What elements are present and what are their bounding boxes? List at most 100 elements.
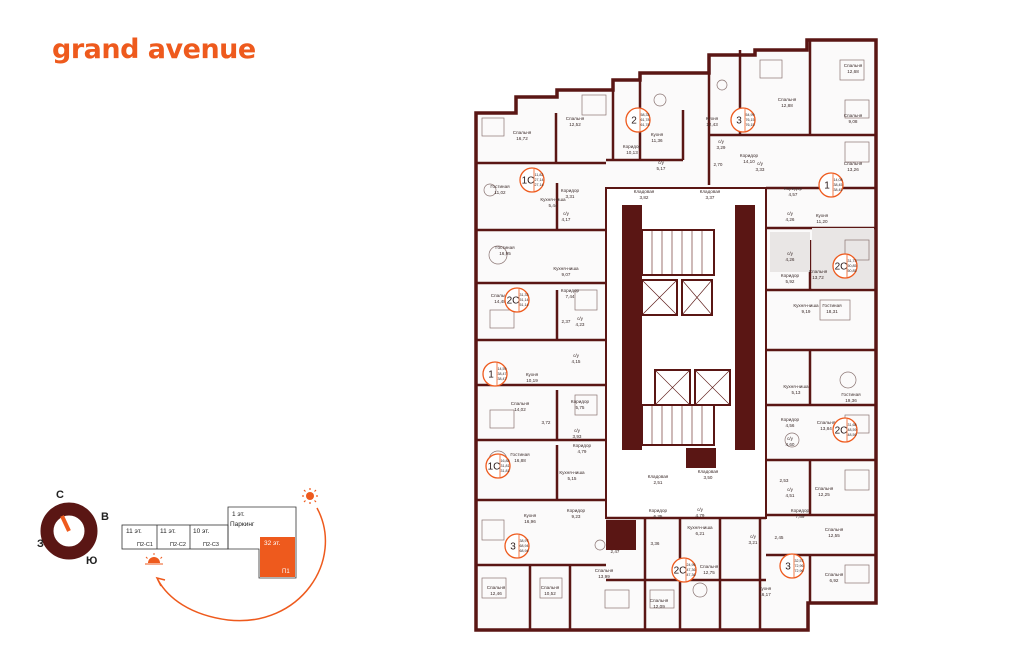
room-area: 3,50 bbox=[704, 475, 713, 480]
apartment-marker-circle bbox=[482, 361, 508, 387]
room-area: 6,21 bbox=[696, 531, 705, 536]
core-wall-right bbox=[735, 205, 755, 450]
room-name: с/у bbox=[574, 428, 581, 433]
shaft-lower-left bbox=[606, 520, 636, 550]
room-name: с/у bbox=[573, 353, 580, 358]
apartment-area: 38,45 bbox=[834, 183, 843, 187]
room-area: 12,68 bbox=[847, 69, 859, 74]
apartment-type: 2 bbox=[631, 116, 637, 127]
room-name: Кухня bbox=[524, 513, 537, 518]
room-area: 9,23 bbox=[572, 514, 581, 519]
small-area-label: 3,36 bbox=[651, 541, 660, 546]
room-name: Коридор bbox=[561, 288, 580, 293]
room-name: Коридор bbox=[571, 399, 590, 404]
room-area: 14,48 bbox=[494, 299, 506, 304]
small-area-label: 3,72 bbox=[542, 420, 551, 425]
room-area: 5,15 bbox=[568, 476, 577, 481]
room-name: Гостиная bbox=[510, 452, 530, 457]
block-2-floors: 11 эт. bbox=[160, 528, 176, 535]
room-name: Гостиная bbox=[841, 392, 861, 397]
room-area: 11,20 bbox=[816, 219, 828, 224]
room-name: с/у bbox=[577, 316, 584, 321]
block-1-code: П2-С1 bbox=[137, 542, 153, 548]
apartment-area: 51,14 bbox=[520, 298, 529, 302]
apartment-area: 27,14 bbox=[535, 178, 544, 182]
room-area: 16,95 bbox=[499, 251, 511, 256]
room-name: Коридор bbox=[791, 508, 810, 513]
room-area: 10,52 bbox=[544, 591, 556, 596]
room-area: 5,75 bbox=[576, 405, 585, 410]
room-name: Коридор bbox=[781, 273, 800, 278]
room-area: 9,07 bbox=[562, 272, 571, 277]
apartment-area: 16,88 bbox=[501, 459, 510, 463]
room-area: 7,44 bbox=[566, 294, 575, 299]
room-area: 13,99 bbox=[598, 574, 610, 579]
apartment-area: 51,14 bbox=[520, 303, 529, 307]
apartment-area: 38,45 bbox=[834, 188, 843, 192]
left-partitions bbox=[476, 113, 606, 630]
apartment-area: 31,68 bbox=[848, 423, 857, 427]
apartment-area: 54,99 bbox=[746, 113, 755, 117]
sun-east-icon bbox=[302, 488, 318, 504]
apartment-area: 48,59 bbox=[848, 428, 857, 432]
room-name: Коридор bbox=[567, 508, 586, 513]
room-name: Коридор bbox=[623, 144, 642, 149]
room-area: 12,46 bbox=[490, 591, 502, 596]
room-area: 6,35 bbox=[654, 514, 663, 519]
room-name: с/у bbox=[658, 160, 665, 165]
room-area: 6,92 bbox=[830, 578, 839, 583]
small-area-label: 2,45 bbox=[775, 535, 784, 540]
apartment-area: 31,81 bbox=[501, 464, 510, 468]
compass-south: Ю bbox=[86, 555, 97, 567]
right-partitions bbox=[766, 40, 876, 603]
sun-path-arc bbox=[157, 507, 327, 622]
room-name: Спальня bbox=[825, 572, 844, 577]
room-area: 16,96 bbox=[524, 519, 536, 524]
room-name: с/у bbox=[787, 251, 794, 256]
apartment-area: 38,47 bbox=[498, 372, 507, 376]
room-area: 12,88 bbox=[781, 103, 793, 108]
room-name: Гостиная bbox=[822, 303, 842, 308]
room-area: 3,29 bbox=[717, 145, 726, 150]
room-labels: Спальня16,72Спальня12,52Кухня11,36Коридо… bbox=[487, 63, 863, 609]
apartment-area: 61,78 bbox=[641, 118, 650, 122]
tower-highlight bbox=[260, 537, 295, 577]
apartment-area: 27,14 bbox=[535, 183, 544, 187]
room-area: 9,19 bbox=[802, 309, 811, 314]
apartment-type: 3 bbox=[736, 116, 742, 127]
small-area-label: 2,47 bbox=[611, 549, 620, 554]
room-area: 2,51 bbox=[654, 480, 663, 485]
room-name: с/у bbox=[750, 534, 757, 539]
furniture bbox=[481, 59, 870, 609]
room-name: Спальня bbox=[809, 269, 828, 274]
room-area: 14,10 bbox=[743, 159, 755, 164]
apartment-area: 47,36 bbox=[687, 568, 696, 572]
room-name: Кухня bbox=[706, 116, 719, 121]
room-area: 12,25 bbox=[818, 492, 830, 497]
apartment-area: 14,59 bbox=[498, 367, 507, 371]
apartment-marker-circle bbox=[504, 287, 530, 313]
room-name: Спальня bbox=[541, 585, 560, 590]
room-name: с/у bbox=[787, 436, 794, 441]
tower-code: П1 bbox=[282, 569, 290, 575]
room-area: 3,37 bbox=[706, 195, 715, 200]
room-name: Кухня bbox=[526, 372, 539, 377]
block-3-floors: 10 эт. bbox=[193, 528, 209, 535]
room-area: 13,26 bbox=[847, 167, 859, 172]
room-name: Спальня bbox=[491, 293, 510, 298]
room-name: Спальня bbox=[511, 401, 530, 406]
apartment-area: 50,85 bbox=[848, 264, 857, 268]
